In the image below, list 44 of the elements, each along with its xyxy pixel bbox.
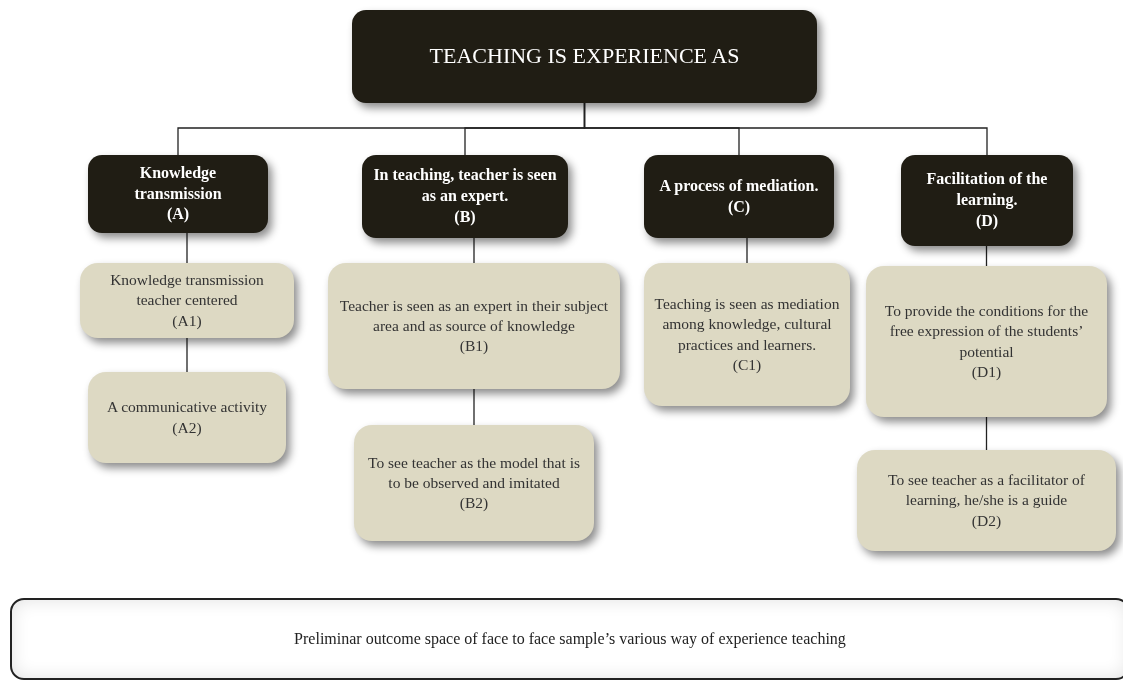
node-text: A process of mediation. xyxy=(659,175,819,197)
connector-line xyxy=(186,337,188,373)
category-box xyxy=(88,155,268,233)
title-box xyxy=(352,10,817,103)
connector-line xyxy=(473,237,475,264)
description-box xyxy=(88,372,286,463)
connector-line xyxy=(473,388,475,426)
description-box xyxy=(857,450,1116,551)
node-code: (B1) xyxy=(459,336,489,357)
connector-line xyxy=(583,102,988,156)
node-text: TEACHING IS EXPERIENCE AS xyxy=(429,42,740,71)
node-text: To provide the conditions for the free expression of the students’ potential xyxy=(883,301,1090,362)
node-text: To see teacher as a facilitator of learning, he/she is a guide xyxy=(887,470,1086,511)
node-text: Knowledge transmission xyxy=(133,162,223,204)
category-box xyxy=(644,155,834,238)
node-code: (D1) xyxy=(971,361,1002,382)
node-code: (D2) xyxy=(971,510,1002,531)
node-text: In teaching, teacher is seen as an expert. xyxy=(372,165,558,207)
node-text: Teaching is seen as mediation among knowledge, cultural practices and learners. xyxy=(653,294,841,355)
description-box xyxy=(866,266,1107,417)
node-code: (B) xyxy=(454,206,476,228)
connector-line xyxy=(746,237,748,264)
node-code: (A1) xyxy=(172,310,202,331)
node-code: (B2) xyxy=(459,493,489,514)
description-box xyxy=(328,263,620,389)
description-box xyxy=(644,263,850,406)
connector-line xyxy=(985,245,988,267)
node-code: (C1) xyxy=(732,354,762,375)
description-box xyxy=(354,425,594,541)
node-code: (A2) xyxy=(172,417,202,438)
node-code: (C) xyxy=(727,196,751,218)
description-box xyxy=(80,263,294,338)
category-box xyxy=(901,155,1073,246)
node-text: To see teacher as the model that is to be observed and imitated xyxy=(367,452,581,493)
node-code: (D) xyxy=(975,210,999,232)
connector-line xyxy=(985,416,988,451)
node-code: (A) xyxy=(166,204,190,225)
node-text: Knowledge transmission teacher centered xyxy=(109,270,265,311)
node-text: A communicative activity xyxy=(106,397,268,418)
node-text: Teacher is seen as an expert in their subject area and as source of knowledge xyxy=(338,295,610,336)
connector-line xyxy=(186,232,188,264)
caption: Preliminar outcome space of face to face sample’s various way of experience teaching xyxy=(10,598,1123,680)
category-box xyxy=(362,155,568,238)
node-text: Facilitation of the learning. xyxy=(925,169,1049,211)
